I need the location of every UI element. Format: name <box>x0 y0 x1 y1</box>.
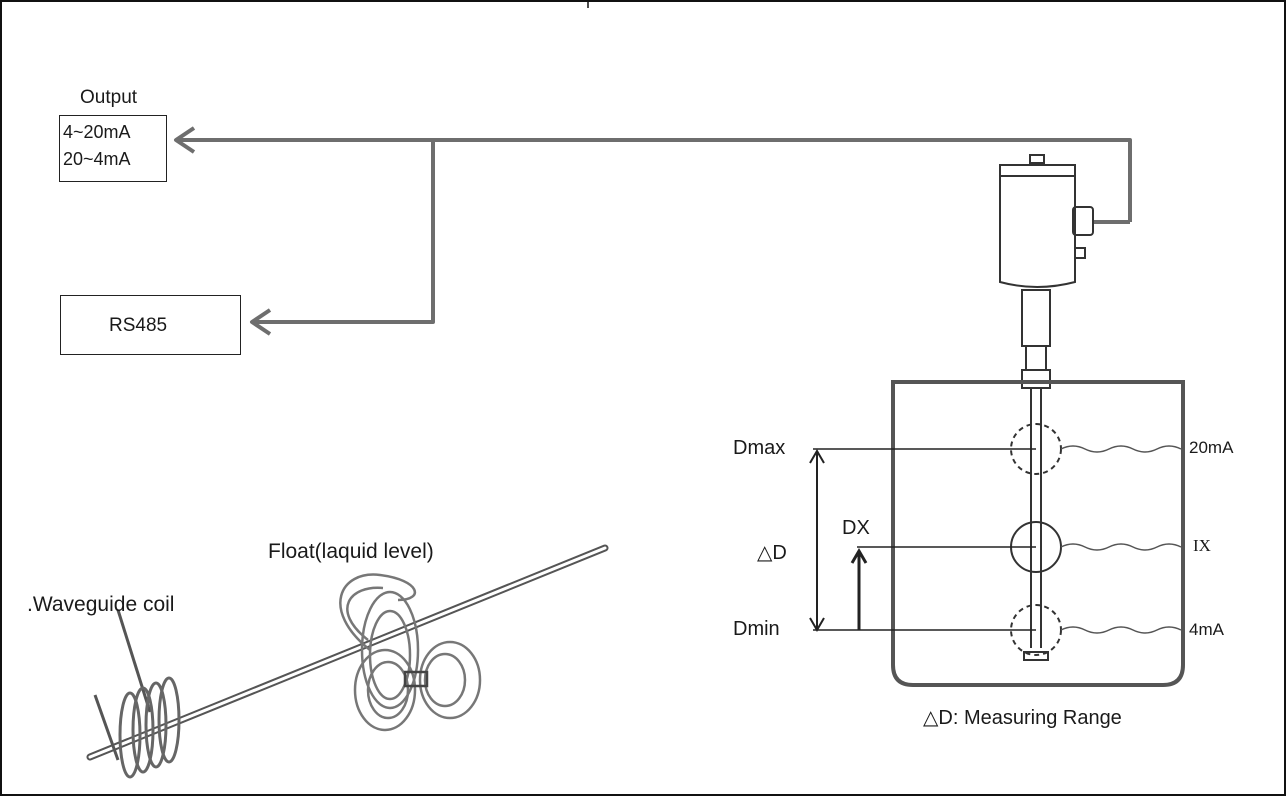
coil-lead-1 <box>116 609 152 713</box>
coil-lead-2 <box>93 694 120 761</box>
signal-wiring <box>174 126 1132 336</box>
current-max-label: 20mA <box>1189 438 1234 457</box>
delta-d-label: △D <box>757 542 787 564</box>
transmitter-head <box>999 154 1094 389</box>
output-box: 4~20mA 20~4mA <box>59 115 167 182</box>
transmitter-cap <box>1029 154 1045 164</box>
stem-upper <box>1021 289 1051 347</box>
measuring-range-caption: △D: Measuring Range <box>923 707 1122 729</box>
waveguide-coil-label: .Waveguide coil <box>27 593 175 616</box>
stem-flange <box>1021 369 1051 389</box>
dmax-label: Dmax <box>733 437 786 459</box>
level-lines <box>813 448 1036 631</box>
waveguide-illustration <box>86 544 609 779</box>
signal-leaders <box>1060 445 1182 634</box>
output-line-1: 4~20mA <box>63 122 131 142</box>
arrowhead-output <box>174 126 196 154</box>
arrowhead-rs485 <box>250 308 272 336</box>
gland-nut <box>1074 247 1086 259</box>
output-line <box>178 138 1132 222</box>
rs485-label: RS485 <box>109 315 168 336</box>
waveguide-coil <box>118 676 181 779</box>
cable-gland <box>1072 206 1094 236</box>
rs485-branch-line <box>255 140 435 324</box>
magnetic-float <box>339 573 482 732</box>
transmitter-body <box>999 164 1076 288</box>
dx-arrow <box>850 548 868 630</box>
output-line-2: 20~4mA <box>63 149 131 169</box>
stem-lower <box>1025 345 1047 371</box>
delta-d-arrow <box>809 449 825 632</box>
dx-label: DX <box>842 517 870 539</box>
current-x-label: IX <box>1193 536 1211 555</box>
output-title: Output <box>80 87 138 108</box>
dmin-label: Dmin <box>733 618 780 640</box>
floats <box>1010 423 1062 656</box>
float-label: Float(laquid level) <box>268 540 434 563</box>
current-min-label: 4mA <box>1189 620 1224 639</box>
rs485-box: RS485 <box>60 295 241 355</box>
rod-end-stop <box>1023 651 1049 661</box>
tank-outline <box>891 380 1185 687</box>
